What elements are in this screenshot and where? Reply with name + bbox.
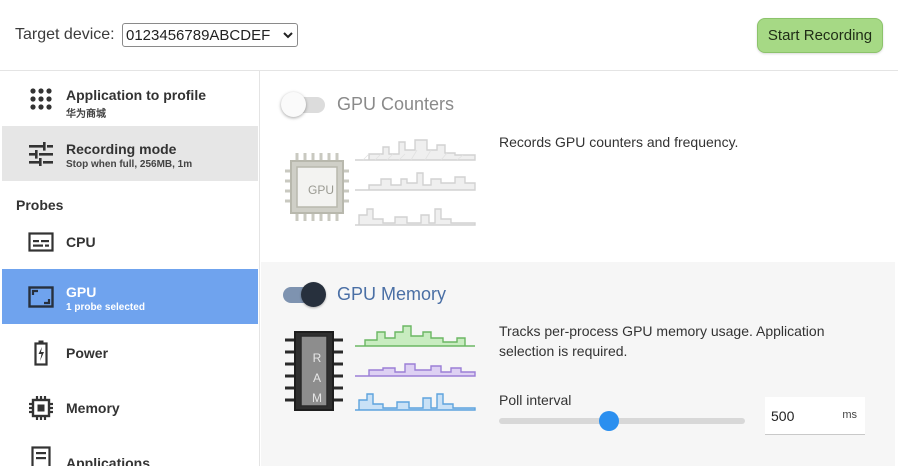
battery-icon [28,340,54,366]
sidebar-item-label: CPU [66,234,96,250]
gpu-counters-probe: GPU Counters Records GPU counters and fr… [261,71,895,261]
apps-grid-icon [28,86,54,112]
gpu-memory-title: GPU Memory [337,284,447,304]
toggle-knob [301,282,326,307]
applications-icon [28,445,54,466]
target-device-label: Target device: [15,26,115,43]
toggle-knob [281,92,306,117]
sidebar-item-gpu[interactable]: GPU 1 probe selected [2,269,258,324]
sidebar-item-label: Applications [66,455,151,466]
sidebar-item-label: Application to profile [66,87,206,103]
sidebar-item-label: GPU [66,284,97,300]
poll-interval-label: Poll interval [499,392,572,408]
gpu-counters-title: GPU Counters [337,94,455,114]
chevron-down-icon [281,28,295,42]
gpu-chip-label: GPU [307,183,334,197]
gpu-memory-description: Tracks per-process GPU memory usage. App… [499,323,825,359]
probes-section-header: Probes [16,197,64,213]
sidebar-item-cpu[interactable]: CPU [2,216,258,268]
gpu-counters-description: Records GPU counters and frequency. [499,134,739,150]
gpu-memory-toggle[interactable] [281,281,327,307]
gpu-counters-illustration [285,139,476,226]
sidebar-item-application[interactable]: Application to profile 华为商城 [2,71,258,126]
tune-sliders-icon [28,141,54,167]
poll-interval-slider[interactable] [499,410,747,432]
start-recording-button[interactable]: Start Recording [757,18,883,53]
slider-rail [499,418,745,424]
memory-chip-icon [28,395,54,421]
gpu-icon [28,284,54,310]
gpu-memory-illustration [285,325,476,411]
ram-chip-icon [285,338,343,402]
poll-interval-unit: ms [842,409,857,421]
cpu-chip-icon [28,229,54,255]
gpu-chip-icon [285,153,349,221]
gpu-counters-toggle[interactable] [281,91,327,117]
sidebar: Application to profile 华为商城 Recording mo… [0,71,260,466]
poll-interval-input[interactable]: 500 ms [765,397,865,435]
target-device-select[interactable]: 0123456789ABCDEF [122,23,298,47]
sidebar-item-power[interactable]: Power [2,327,258,379]
sidebar-item-sublabel: Stop when full, 256MB, 1m [66,159,193,170]
sidebar-item-label: Power [66,345,109,361]
sidebar-item-applications[interactable]: Applications [2,437,258,466]
top-bar: Target device: 0123456789ABCDEF Start Re… [0,0,898,71]
poll-interval-value: 500 [771,408,795,424]
sidebar-item-label: Recording mode [66,141,177,157]
sidebar-item-sublabel: 华为商城 [66,109,106,120]
slider-thumb[interactable] [599,411,619,431]
sidebar-item-label: Memory [66,400,120,416]
gpu-memory-probe: GPU Memory Tracks per-process GPU memory… [261,262,895,466]
main-panel: GPU Counters Records GPU counters and fr… [261,71,898,466]
target-device-value: 0123456789ABCDEF [126,26,271,44]
sidebar-item-memory[interactable]: Memory [2,382,258,434]
sidebar-item-recording-mode[interactable]: Recording mode Stop when full, 256MB, 1m [2,126,258,181]
ram-chip-label: RAM [312,351,322,405]
sidebar-item-sublabel: 1 probe selected [66,302,145,313]
